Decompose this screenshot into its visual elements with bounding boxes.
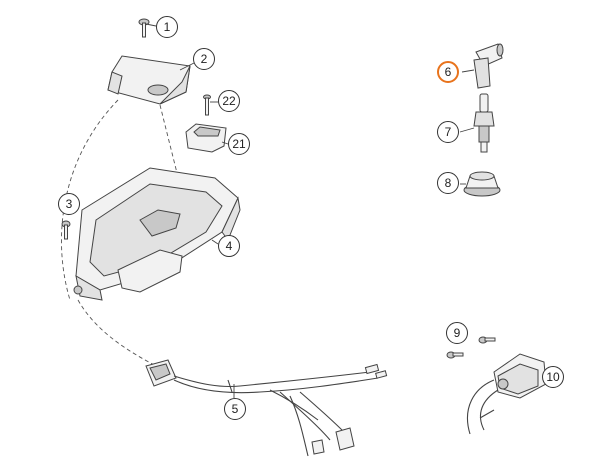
screw-part-22 [203, 94, 218, 116]
rubber-block-part-21 [185, 123, 229, 153]
callout-3: 3 [58, 193, 80, 215]
callout-10: 10 [542, 366, 564, 388]
callout-22: 22 [218, 90, 240, 112]
ignition-coil-part-10 [466, 353, 552, 435]
spark-plug-part-7 [459, 93, 495, 153]
rubber-cap-part-8 [460, 171, 501, 197]
callout-9: 9 [446, 322, 468, 344]
callout-2: 2 [193, 48, 215, 70]
callout-7: 7 [437, 121, 459, 143]
screw-part-1 [138, 18, 157, 38]
electronics-tray-part-4 [73, 167, 241, 301]
callout-4: 4 [218, 235, 240, 257]
control-unit-part-2 [107, 55, 197, 105]
callout-6: 6 [437, 61, 459, 83]
spark-plug-connector-part-6 [461, 43, 504, 89]
screws-part-9 [446, 336, 496, 359]
callout-8: 8 [437, 172, 459, 194]
callout-21: 21 [228, 133, 250, 155]
wiring-harness-part-5 [145, 359, 388, 457]
callout-1: 1 [156, 16, 178, 38]
callout-5: 5 [224, 398, 246, 420]
assembly-path-bottom [77, 299, 161, 369]
